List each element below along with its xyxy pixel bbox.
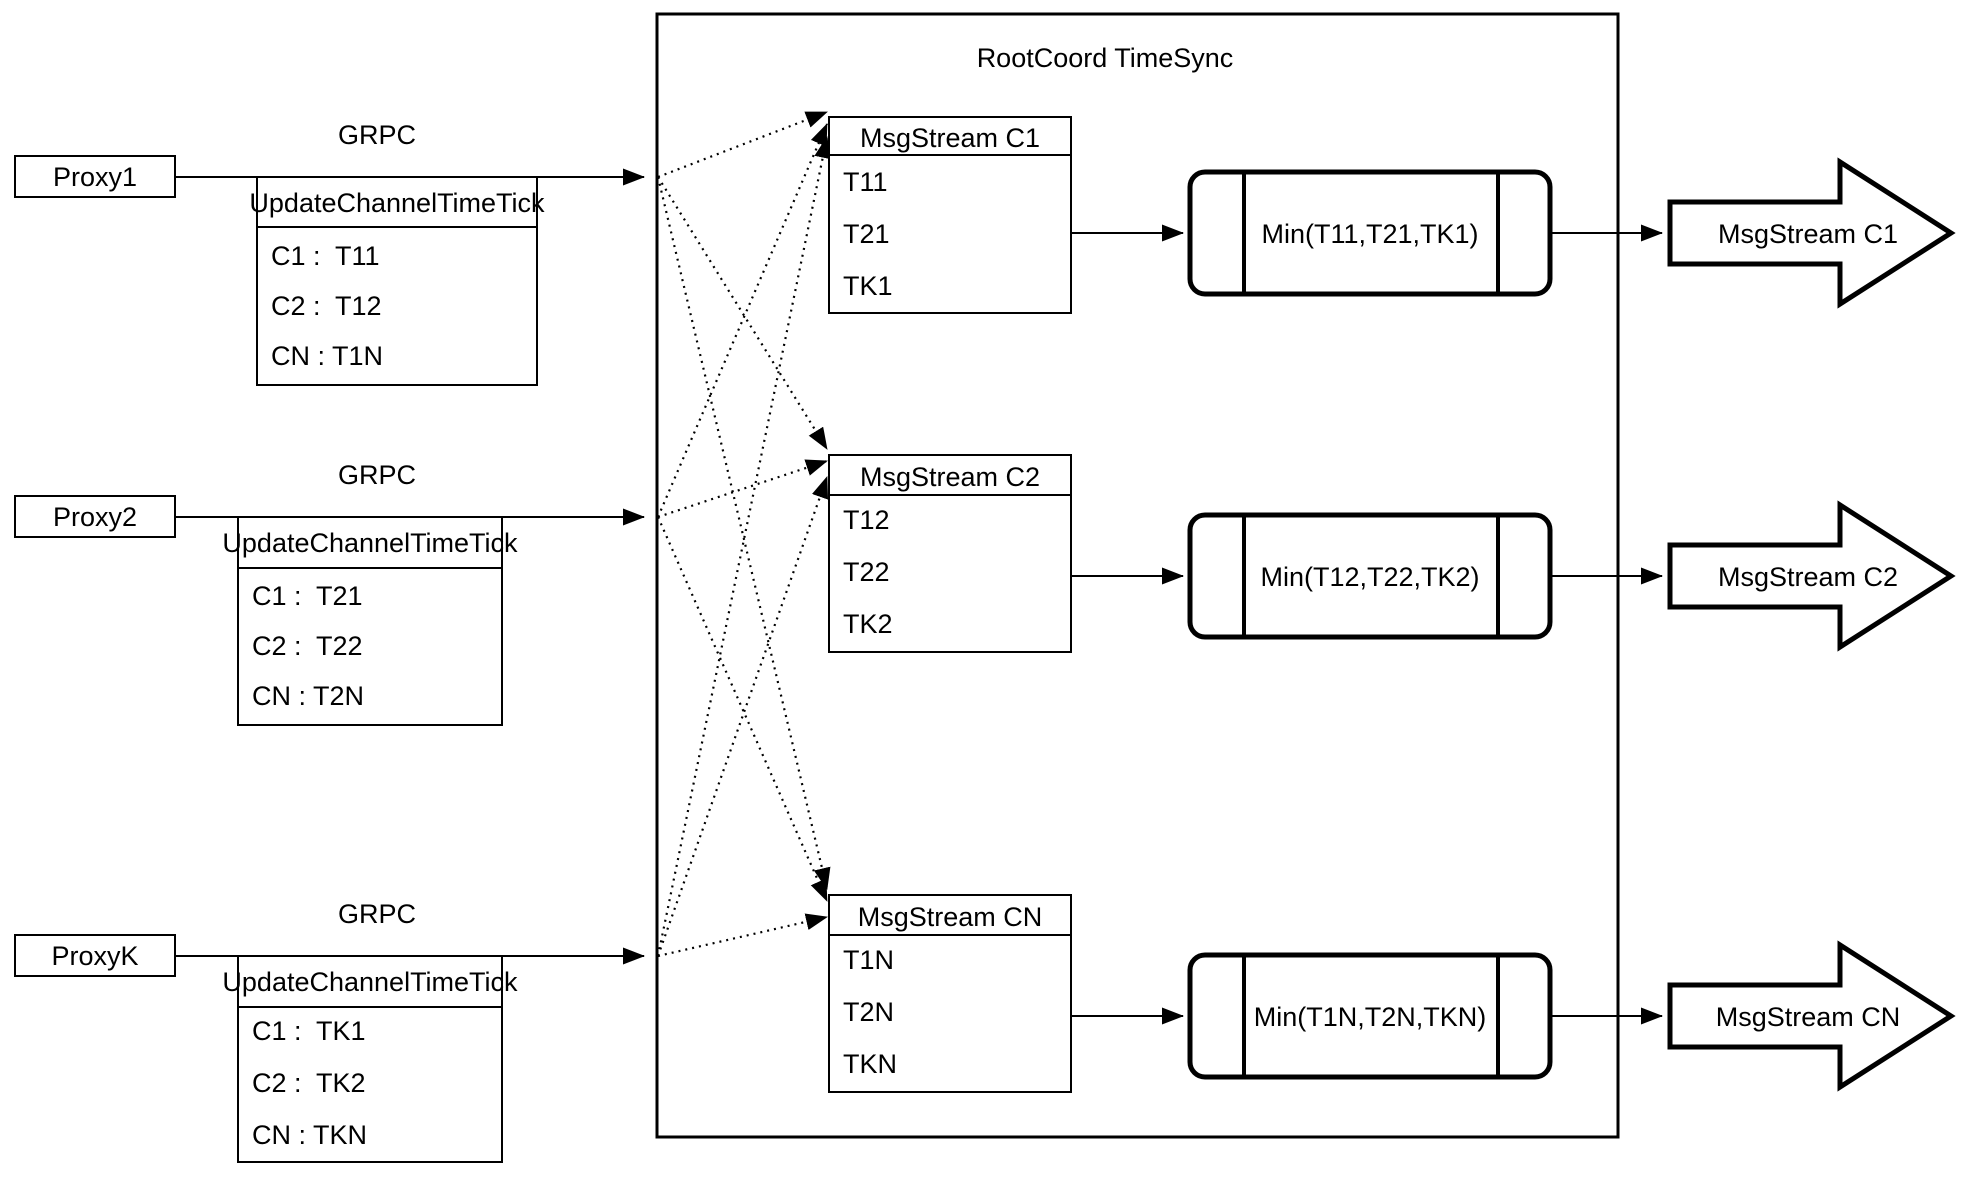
proxy1-table-row: C2 : T12 [271,291,382,321]
dotted-link-p1-s3 [656,176,831,890]
msgstream-c2-tick: T12 [843,505,890,535]
grpc-label-1: GRPC [338,120,416,150]
proxyk-table-header: UpdateChannelTimeTick [222,967,518,997]
proxy1-label: Proxy1 [53,162,137,192]
proxy1-box [14,155,176,198]
proxyk-table-row: CN : TKN [252,1120,367,1150]
msgstream-c1-tick: T21 [843,219,890,249]
proxy2-box [14,495,176,538]
dotted-link-p2-s1 [656,123,829,518]
msgstream-cn-title: MsgStream CN [858,902,1043,932]
dotted-link-p3-s3 [657,913,828,958]
output-arrow-c2 [1667,500,1956,652]
msgstream-c2-title: MsgStream C2 [860,462,1040,492]
proxyk-box [14,934,176,977]
min-c1-label: Min(T11,T21,TK1) [1261,219,1478,249]
output-arrow-cn [1667,940,1956,1092]
proxy2-table-header: UpdateChannelTimeTick [222,528,518,558]
proxyk-table-row: C2 : TK2 [252,1068,366,1098]
msgstream-c1-tick: T11 [843,167,888,197]
dotted-link-p3-s2 [656,476,829,957]
grpc-label-3: GRPC [338,899,416,929]
min-c2-label: Min(T12,T22,TK2) [1260,562,1479,592]
msgstream-c1-box [828,116,1072,314]
dotted-link-p1-s2 [657,176,828,450]
proxyk-table-row: C1 : TK1 [252,1016,366,1046]
output-arrow-cn-label: MsgStream CN [1716,1002,1901,1032]
output-arrow-c1-label: MsgStream C1 [1718,219,1898,249]
proxy1-table-header: UpdateChannelTimeTick [249,188,545,218]
output-arrow-c2-label: MsgStream C2 [1718,562,1898,592]
msgstream-cn-tick: TKN [843,1049,897,1079]
msgstream-c1-title: MsgStream C1 [860,123,1040,153]
proxyk-label: ProxyK [51,941,138,971]
dotted-link-p2-s2 [657,459,828,519]
min-cn-label: Min(T1N,T2N,TKN) [1254,1002,1487,1032]
dotted-link-p3-s1 [656,136,832,957]
dotted-link-p2-s3 [656,516,829,902]
msgstream-cn-box [828,894,1072,1093]
grpc-label-2: GRPC [338,460,416,490]
proxy1-timetick-table [256,176,538,386]
msgstream-c2-tick: TK2 [843,609,893,639]
proxyk-timetick-table [237,955,503,1163]
proxy1-table-row: CN : T1N [271,341,383,371]
rootcoord-title: RootCoord TimeSync [977,43,1234,73]
msgstream-cn-tick: T2N [843,997,894,1027]
msgstream-c2-box [828,454,1072,653]
dotted-link-p1-s1 [657,110,828,179]
output-arrow-c1 [1667,157,1956,309]
proxy2-table-row: C1 : T21 [252,581,363,611]
msgstream-c1-tick: TK1 [843,271,893,301]
proxy2-table-row: C2 : T22 [252,631,363,661]
proxy2-table-row: CN : T2N [252,681,364,711]
proxy2-timetick-table [237,516,503,726]
proxy2-label: Proxy2 [53,502,137,532]
msgstream-c2-tick: T22 [843,557,890,587]
msgstream-cn-tick: T1N [843,945,894,975]
proxy1-table-row: C1 : T11 [271,241,380,271]
